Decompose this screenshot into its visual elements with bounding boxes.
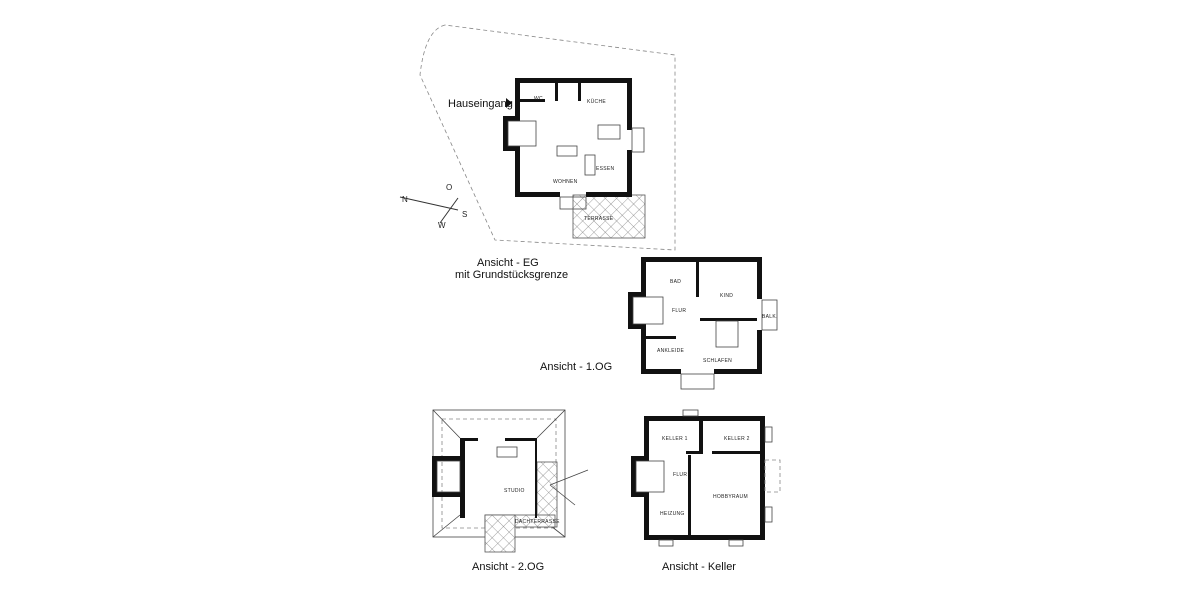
compass-n: N xyxy=(402,195,408,204)
compass-icon: O S W N xyxy=(399,183,468,230)
room-heizung: HEIZUNG xyxy=(660,511,685,517)
room-flur-keller: FLUR xyxy=(673,472,687,478)
room-essen: ESSEN xyxy=(596,166,615,172)
room-keller1: KELLER 1 xyxy=(662,436,688,442)
compass-s: S xyxy=(462,210,468,219)
og2-stair xyxy=(436,460,461,493)
room-dachterrasse: DACHTERRASSE xyxy=(515,519,560,525)
room-keller2: KELLER 2 xyxy=(724,436,750,442)
room-kind: KIND xyxy=(720,293,733,299)
eg-stair xyxy=(507,120,537,147)
eg-walls xyxy=(503,78,632,197)
light-well-south-2 xyxy=(728,539,744,547)
room-studio: STUDIO xyxy=(504,488,525,494)
balcony xyxy=(761,299,778,331)
eg-title: Ansicht - EG xyxy=(477,257,539,269)
room-schlafen: SCHLAFEN xyxy=(703,358,732,364)
eg-plan: Hauseingang WC KÜCHE WOHNEN ESSEN TERRAS… xyxy=(399,24,676,281)
keller-stair xyxy=(635,460,665,493)
keller-walls xyxy=(631,416,765,540)
bed xyxy=(715,320,739,348)
entrance-label: Hauseingang xyxy=(448,98,513,110)
og2-plan: STUDIO DACHTERRASSE Ansicht - 2.OG xyxy=(432,409,589,573)
og2-sofa xyxy=(496,446,518,458)
og2-walls xyxy=(432,438,537,518)
og1-title: Ansicht - 1.OG xyxy=(540,361,612,373)
room-terrasse: TERRASSE xyxy=(584,216,614,222)
sofa xyxy=(556,145,578,157)
plot-boundary xyxy=(419,24,676,251)
eg-bay-window xyxy=(631,127,645,153)
dining-table xyxy=(597,124,621,140)
light-well-south-1 xyxy=(658,539,674,547)
room-wc: WC xyxy=(534,96,543,102)
compass-w: W xyxy=(438,221,446,230)
og1-bay xyxy=(680,373,715,390)
armchair xyxy=(584,154,596,176)
light-well-east-2 xyxy=(764,506,773,523)
og1-stair xyxy=(632,296,664,325)
room-flur-og1: FLUR xyxy=(672,308,686,314)
eg-bay-south xyxy=(559,196,587,210)
roof-terrace-bay xyxy=(484,514,516,553)
room-bad: BAD xyxy=(670,279,681,285)
room-balkon: BALK. xyxy=(762,314,778,320)
compass-o: O xyxy=(446,183,453,192)
og1-walls xyxy=(628,257,762,374)
light-well-east-1 xyxy=(764,426,773,443)
eg-subtitle: mit Grundstücksgrenze xyxy=(455,269,568,281)
room-ankleide: ANKLEIDE xyxy=(657,348,684,354)
keller-plan: KELLER 1 KELLER 2 FLUR HOBBYRAUM HEIZUNG… xyxy=(631,409,781,573)
room-wohnen: WOHNEN xyxy=(553,179,578,185)
keller-title: Ansicht - Keller xyxy=(662,561,736,573)
light-well-north xyxy=(682,409,699,417)
og2-title: Ansicht - 2.OG xyxy=(472,561,544,573)
og1-plan: BAD KIND FLUR ANKLEIDE SCHLAFEN BALK. An… xyxy=(540,257,778,390)
entrance-arrow-icon xyxy=(506,98,512,108)
room-kueche: KÜCHE xyxy=(587,98,606,105)
room-hobbyraum: HOBBYRAUM xyxy=(713,494,748,500)
